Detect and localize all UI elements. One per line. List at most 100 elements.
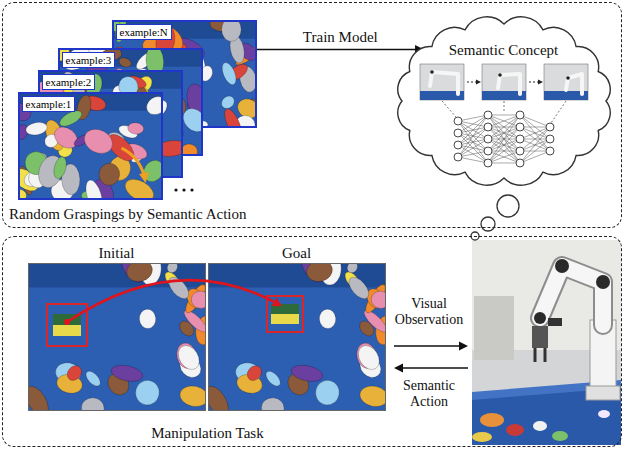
toy — [552, 431, 568, 441]
toy — [181, 307, 205, 335]
connector — [257, 45, 425, 54]
scene-photo — [209, 264, 385, 410]
scene-photo-frame — [208, 263, 386, 411]
toy — [361, 307, 385, 335]
thumbnail-arm — [430, 72, 458, 94]
thumbnail-arm — [566, 74, 582, 94]
toy — [82, 178, 104, 198]
robot-joint — [555, 259, 569, 273]
network-link — [458, 115, 488, 145]
dashed-region: Manipulation TaskInitialGoal — [2, 236, 622, 447]
network-link — [520, 115, 550, 139]
network-link — [520, 126, 550, 127]
robot-photo — [472, 240, 621, 445]
network-link — [488, 115, 520, 163]
network-link — [488, 115, 520, 151]
toy — [358, 383, 385, 408]
toy — [533, 421, 547, 431]
observation-arrow — [394, 345, 460, 347]
network-link — [488, 162, 520, 163]
ellipsis-dot — [174, 188, 177, 191]
toy — [345, 273, 372, 302]
connector-line — [257, 49, 417, 51]
toy — [354, 341, 384, 373]
robot-thumbnail — [420, 64, 464, 100]
robot-thumbnail — [482, 64, 526, 100]
network-link — [488, 127, 520, 163]
toy — [221, 22, 241, 41]
example-image: example:1 — [18, 92, 163, 200]
thumbnail-joint — [430, 70, 434, 74]
toy — [221, 106, 245, 125]
edge-label: Train Model — [303, 29, 378, 46]
toy — [480, 413, 504, 427]
network-neuron — [516, 147, 524, 155]
thumbnail-link — [442, 101, 456, 117]
thumbnail-joint — [498, 73, 502, 77]
network-link — [458, 145, 488, 163]
robot-foot — [586, 386, 620, 400]
light-spot — [598, 410, 610, 418]
toy — [127, 121, 144, 134]
network-neuron — [484, 123, 492, 131]
robot-arm-outline — [540, 266, 603, 325]
network-link — [458, 139, 488, 157]
toy — [304, 264, 334, 284]
thumbnail-joint — [566, 76, 570, 80]
example-tag: example:N — [116, 24, 172, 40]
toy — [50, 122, 81, 152]
thumbnail-arm — [498, 74, 520, 94]
example-tag: example:3 — [62, 52, 116, 68]
network-link — [488, 114, 520, 115]
network-link — [488, 115, 520, 127]
network-neuron — [546, 147, 554, 155]
network-link — [520, 115, 550, 127]
example-tag: example:2 — [42, 74, 96, 90]
network-link — [458, 115, 488, 121]
thumbnail-sequence-head — [538, 79, 543, 84]
scene-heading: Initial — [28, 244, 206, 262]
network-link — [488, 115, 520, 151]
network-link — [458, 115, 488, 157]
network-neuron — [516, 111, 524, 119]
toy — [244, 362, 264, 382]
toy — [313, 378, 341, 406]
bin-floor — [209, 264, 385, 410]
network-neuron — [454, 153, 462, 161]
toy — [218, 93, 236, 111]
toy — [98, 162, 120, 186]
toy — [219, 60, 239, 86]
network-link — [488, 115, 520, 139]
network-link — [520, 127, 550, 139]
sponge-top — [53, 314, 81, 325]
toy — [64, 362, 84, 382]
arrow-label: Semantic Action — [390, 378, 468, 410]
toy — [318, 308, 336, 329]
arrow-label: Visual Observation — [390, 296, 468, 328]
toy — [80, 124, 117, 157]
grasp-arrow — [121, 148, 144, 175]
region-label: Random Graspings by Semantic Action — [9, 206, 246, 223]
move-arrowhead — [272, 297, 282, 306]
robot-camera — [548, 318, 562, 326]
network-link — [520, 127, 550, 151]
action-arrowhead — [394, 364, 403, 373]
robot-gripper — [532, 326, 548, 348]
toy — [263, 368, 283, 388]
network-neuron — [454, 129, 462, 137]
network-link — [488, 115, 520, 163]
toy — [506, 424, 524, 436]
robot-joint — [534, 312, 546, 324]
observation-arrowhead — [459, 342, 468, 351]
network-link — [520, 127, 550, 139]
toy — [143, 94, 161, 118]
network-link — [488, 151, 520, 163]
network-neuron — [546, 123, 554, 131]
network-link — [488, 139, 520, 163]
robot-thumbnail — [544, 64, 588, 100]
network-neuron — [516, 123, 524, 131]
scene-image: Goal — [208, 244, 386, 411]
bin-floor — [29, 264, 205, 410]
toy — [209, 382, 233, 410]
toy — [133, 378, 161, 406]
